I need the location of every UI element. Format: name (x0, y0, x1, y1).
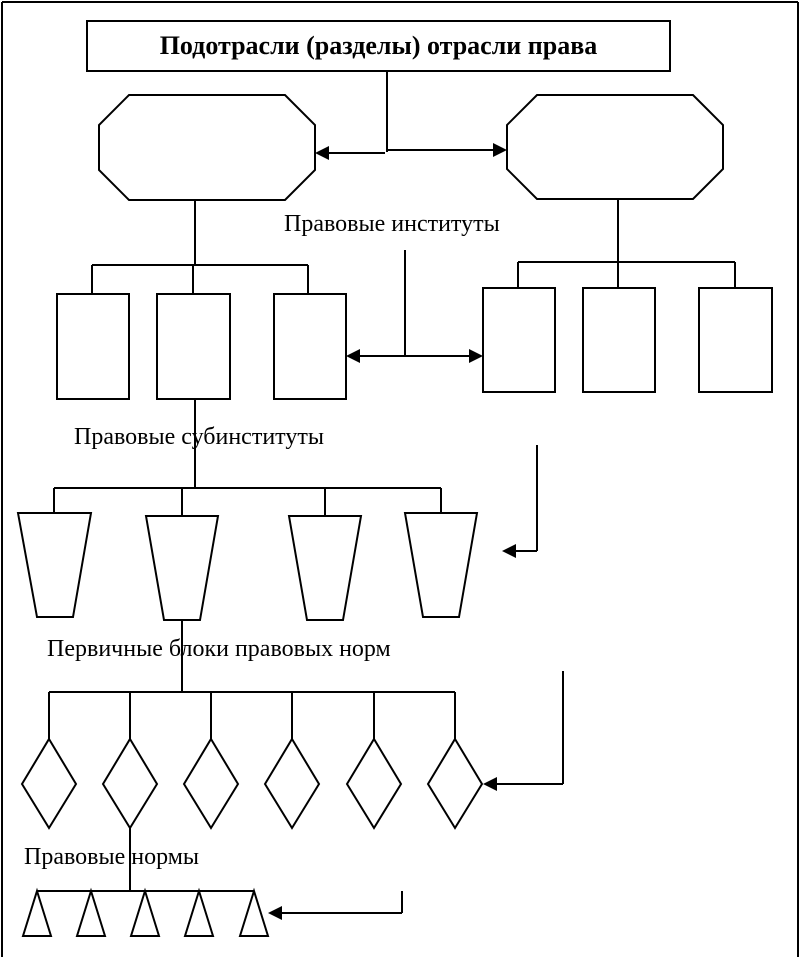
subinstitute-trapezoid-4 (403, 512, 479, 618)
arrow-left-icon (315, 146, 329, 160)
norm-triangle-1 (21, 887, 53, 937)
norm-triangle-3 (129, 887, 161, 937)
institute-box-right-1 (482, 287, 556, 393)
label-primary-norm-blocks: Первичные блоки правовых норм (47, 636, 391, 662)
title-box: Подотрасли (разделы) отрасли права (86, 20, 671, 72)
arrow-left-icon (502, 544, 516, 558)
arrow-left-icon (483, 777, 497, 791)
institute-box-right-2 (582, 287, 656, 393)
norm-triangle-2 (75, 887, 107, 937)
institute-box-right-3 (698, 287, 773, 393)
subbranch-octagon-right (506, 94, 724, 200)
arrow-right-icon (469, 349, 483, 363)
label-legal-institutes: Правовые институты (284, 211, 500, 237)
primary-block-diamond-2 (101, 737, 159, 830)
primary-block-diamond-1 (20, 737, 78, 830)
primary-block-diamond-4 (263, 737, 321, 830)
primary-block-diamond-6 (426, 737, 484, 830)
primary-block-diamond-5 (345, 737, 403, 830)
institute-box-left-1 (56, 293, 130, 400)
arrow-left-icon (268, 906, 282, 920)
label-legal-subinstitutes: Правовые субинституты (74, 424, 324, 450)
institute-box-left-2 (156, 293, 231, 400)
norm-triangle-5 (238, 887, 270, 937)
arrow-right-icon (493, 143, 507, 157)
subbranch-octagon-left (98, 94, 316, 201)
primary-block-diamond-3 (182, 737, 240, 830)
label-legal-norms: Правовые нормы (24, 844, 200, 870)
institute-box-left-3 (273, 293, 347, 400)
subinstitute-trapezoid-1 (16, 512, 93, 618)
subinstitute-trapezoid-2 (144, 515, 220, 621)
subinstitute-trapezoid-3 (287, 515, 363, 621)
arrow-left-icon (346, 349, 360, 363)
diagram-title: Подотрасли (разделы) отрасли права (159, 31, 598, 60)
norm-triangle-4 (183, 887, 215, 937)
